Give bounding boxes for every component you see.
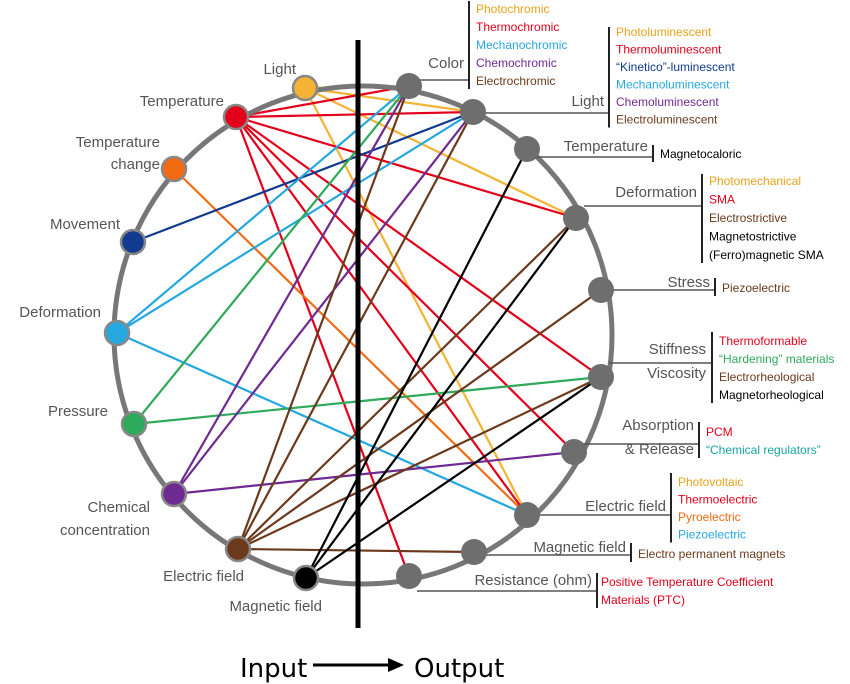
input-label-electric-field: Electric field: [163, 568, 244, 585]
output-node-stress: [588, 277, 614, 303]
input-node-deformation: [103, 319, 131, 347]
material-light-1: Thermoluminescent: [616, 43, 722, 57]
link-chemical-concentration-to-absorption-release: [173, 450, 575, 496]
material-color-0: Photochromic: [476, 2, 549, 16]
material-resistance-0: Positive Temperature Coefficient: [601, 575, 774, 589]
input-node-magnetic-field: [292, 564, 320, 592]
output-node-temperature: [514, 136, 540, 162]
link-deformation-to-light: [116, 111, 474, 334]
link-pressure-to-color: [133, 85, 410, 425]
link-electric-field-to-stiffness-viscosity: [237, 376, 602, 550]
input-node-pressure: [120, 410, 148, 438]
material-absorption-release-0: PCM: [706, 425, 733, 439]
footer: Input Output: [240, 654, 504, 684]
input-node-temperature-change: [160, 155, 188, 183]
input-node-movement: [119, 228, 147, 256]
output-label-absorption-release: Absorption& Release: [622, 417, 694, 458]
material-deformation-2: Electrostrictive: [709, 211, 787, 225]
output-label-resistance: Resistance (ohm): [474, 572, 592, 589]
output-node-stiffness-viscosity: [588, 364, 614, 390]
link-light-to-light: [304, 86, 474, 114]
material-stiffness-viscosity-1: “Hardening” materials: [719, 352, 834, 366]
input-node-chemical-concentration: [160, 480, 188, 508]
input-node-light: [291, 74, 319, 102]
link-magnetic-field-to-deformation: [305, 217, 577, 579]
material-electric-field-2: Pyroelectric: [678, 510, 741, 524]
link-temperature-to-deformation: [235, 115, 577, 220]
input-label-pressure: Pressure: [48, 403, 108, 420]
link-temperature-to-light: [235, 110, 474, 119]
link-temperature-to-absorption-release: [235, 116, 575, 453]
output-node-absorption-release: [561, 439, 587, 465]
material-light-0: Photoluminescent: [616, 25, 712, 39]
material-color-1: Thermochromic: [476, 20, 559, 34]
input-label-temperature: Temperature: [140, 93, 224, 110]
output-label-electric-field: Electric field: [585, 498, 666, 515]
material-light-3: Mechanoluminescent: [616, 78, 730, 92]
footer-arrow-head-icon: [388, 658, 404, 672]
link-magnetic-field-to-temperature: [305, 148, 528, 579]
link-deformation-to-electric-field: [116, 331, 528, 517]
output-node-magnetic-field: [461, 539, 487, 565]
output-label-color: Color: [428, 55, 464, 72]
link-pressure-to-stiffness-viscosity: [133, 375, 602, 426]
material-temperature-0: Magnetocaloric: [660, 147, 741, 161]
material-color-3: Chemochromic: [476, 56, 557, 70]
material-stiffness-viscosity-3: Magnetorheological: [719, 388, 824, 402]
input-node-electric-field: [224, 535, 252, 563]
footer-output-label: Output: [414, 654, 504, 684]
material-electric-field-0: Photovoltaic: [678, 475, 743, 489]
material-magnetic-field-0: Electro permanent magnets: [638, 547, 785, 561]
link-light-to-electric-field: [304, 87, 528, 516]
input-node-temperature: [222, 103, 250, 131]
input-label-deformation: Deformation: [19, 304, 101, 321]
output-node-electric-field: [514, 502, 540, 528]
output-node-color: [396, 73, 422, 99]
output-label-temperature: Temperature: [564, 138, 648, 155]
material-light-4: Chemoluminescent: [616, 95, 719, 109]
footer-input-label: Input: [240, 654, 307, 684]
material-deformation-3: Magnetostrictive: [709, 230, 797, 244]
output-label-deformation: Deformation: [615, 184, 697, 201]
material-stiffness-viscosity-0: Thermoformable: [719, 334, 807, 348]
link-temperature-to-electric-field: [235, 116, 528, 516]
brackets-layer: [417, 1, 716, 608]
material-deformation-4: (Ferro)magnetic SMA: [709, 248, 824, 262]
link-chemical-concentration-to-light: [173, 111, 474, 495]
nodes-layer: [103, 73, 614, 592]
input-label-magnetic-field: Magnetic field: [229, 598, 322, 615]
material-electric-field-1: Thermoelectric: [678, 493, 757, 507]
link-electric-field-to-stress: [237, 289, 602, 550]
output-label-stress: Stress: [667, 274, 710, 291]
material-stress-0: Piezoelectric: [722, 281, 790, 295]
material-deformation-1: SMA: [709, 193, 735, 207]
material-light-2: “Kinetico”-luminescent: [616, 60, 735, 74]
link-temperature-to-resistance: [234, 116, 411, 577]
material-stiffness-viscosity-2: Electrorheological: [719, 370, 814, 384]
input-label-light: Light: [263, 61, 296, 78]
input-label-movement: Movement: [50, 216, 121, 233]
output-label-magnetic-field: Magnetic field: [533, 539, 626, 556]
material-color-4: Electrochromic: [476, 74, 555, 88]
link-magnetic-field-to-stiffness-viscosity: [305, 376, 602, 579]
output-node-light: [460, 99, 486, 125]
material-resistance-1: Materials (PTC): [601, 593, 685, 607]
link-electric-field-to-color: [236, 85, 411, 550]
material-deformation-0: Photomechanical: [709, 174, 801, 188]
material-light-5: Electroluminescent: [616, 113, 718, 127]
output-label-light: Light: [571, 93, 604, 110]
output-node-resistance: [396, 563, 422, 589]
link-temperature-to-color: [235, 84, 410, 119]
material-absorption-release-1: “Chemical regulators”: [706, 443, 821, 457]
material-color-2: Mechanochromic: [476, 38, 567, 52]
material-electric-field-3: Piezoelectric: [678, 528, 746, 542]
output-node-deformation: [563, 205, 589, 231]
link-chemical-concentration-to-color: [173, 85, 410, 495]
